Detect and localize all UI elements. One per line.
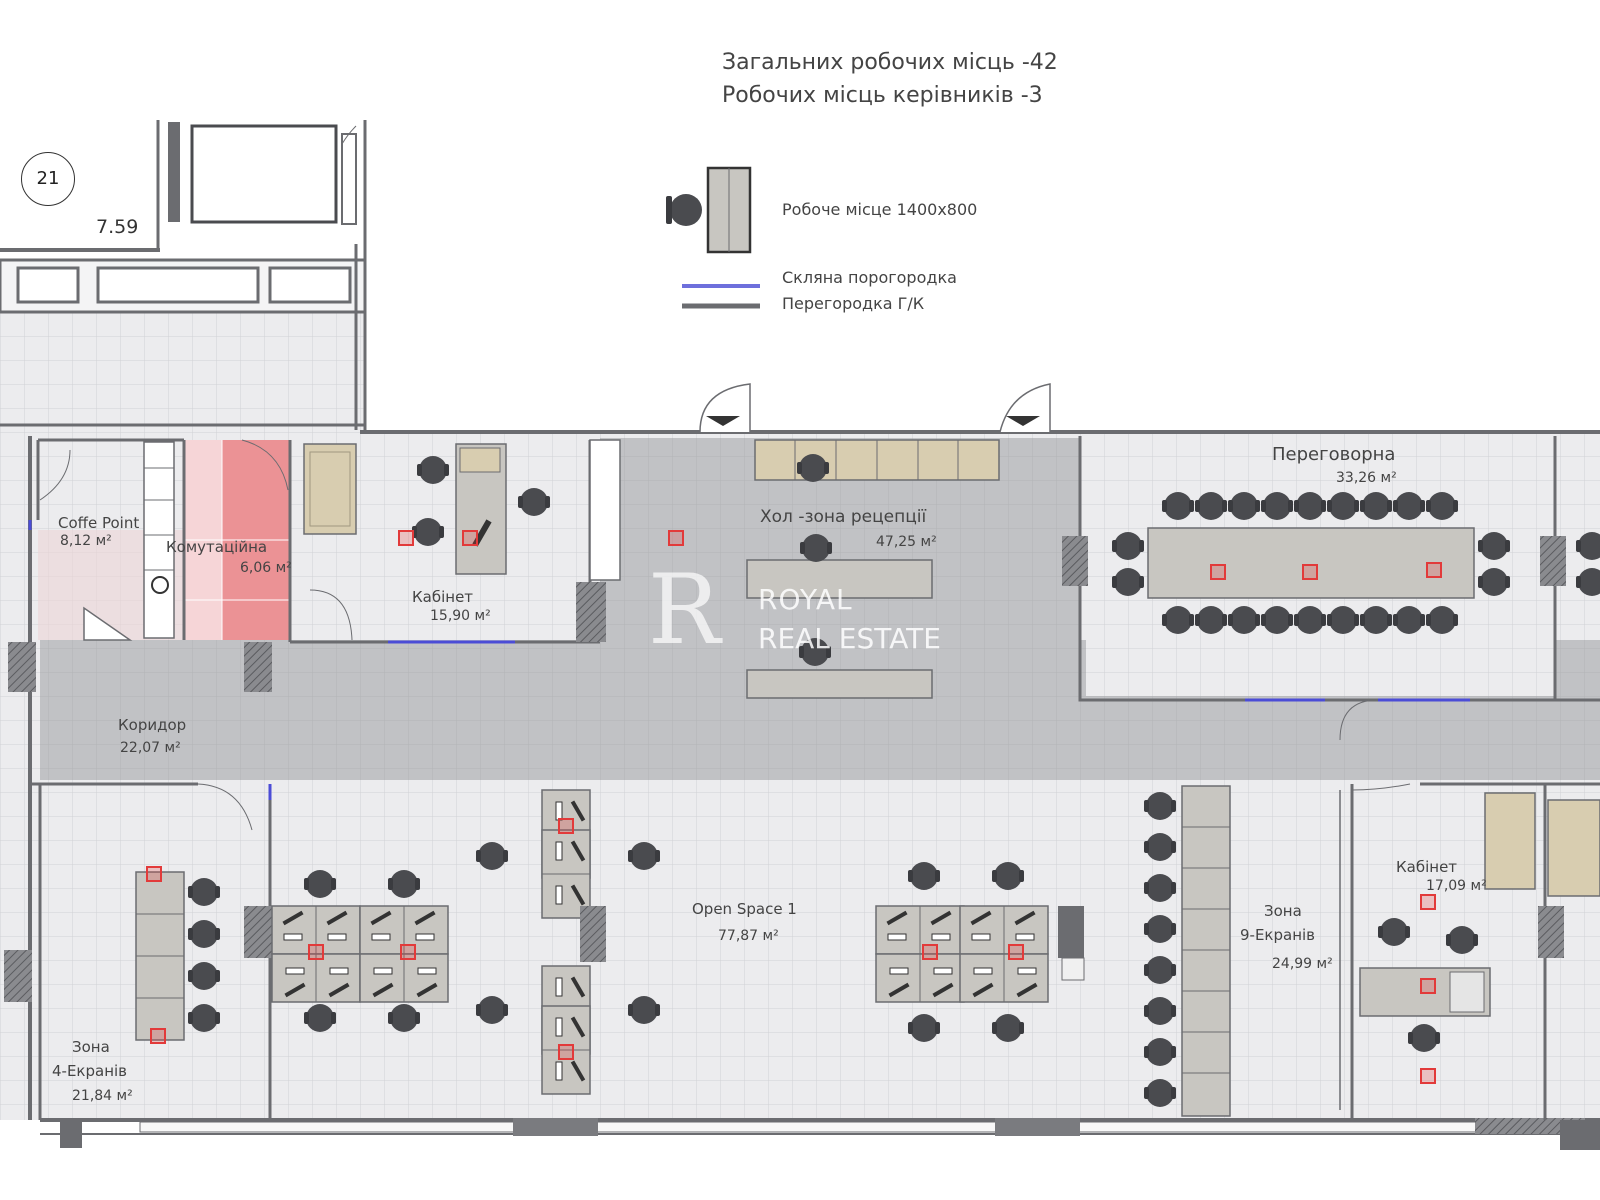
workplace-summary: Загальних робочих місць -42 Робочих місц…	[722, 46, 1058, 112]
room-name-server: Комутаційна	[166, 538, 267, 556]
room-area-zone4: 21,84 м²	[72, 1088, 133, 1104]
room-area-corridor: 22,07 м²	[120, 740, 181, 756]
room-name-meeting: Переговорна	[1272, 444, 1395, 465]
room-name-zone4-line2: 4-Екранів	[52, 1062, 127, 1080]
coffee-point-room	[28, 438, 184, 641]
room-name-zone9-line2: 9-Екранів	[1240, 926, 1315, 944]
room-area-cabinet1: 15,90 м²	[430, 608, 491, 624]
room-name-corridor: Коридор	[118, 716, 186, 734]
legend-workplace-label: Робоче місце 1400х800	[782, 200, 978, 219]
summary-manager-workplaces: Робочих місць керівників -3	[722, 83, 1043, 108]
cabinet-room-1	[8, 439, 621, 692]
room-area-openspace: 77,87 м²	[718, 928, 779, 944]
unit-number-badge: 21	[21, 152, 75, 206]
room-name-cabinet2: Кабінет	[1396, 858, 1457, 876]
room-area-cabinet2: 17,09 м²	[1426, 878, 1487, 894]
room-name-cabinet1: Кабінет	[412, 588, 473, 606]
summary-total-workplaces: Загальних робочих місць -42	[722, 50, 1058, 75]
room-name-openspace: Open Space 1	[692, 900, 797, 918]
watermark-line2: REAL ESTATE	[758, 622, 941, 655]
window-strip	[60, 1118, 1600, 1150]
room-name-zone9-line1: Зона	[1264, 902, 1302, 920]
room-name-zone4-line1: Зона	[72, 1038, 110, 1056]
zone-9-desks	[1181, 785, 1231, 1117]
outer-walls	[28, 430, 1600, 1135]
watermark-logo: R	[648, 554, 721, 666]
meeting-room	[1062, 436, 1600, 741]
room-name-hall: Хол -зона рецепції	[760, 507, 927, 527]
dimension-label: 7.59	[96, 216, 139, 238]
room-area-server: 6,06 м²	[240, 560, 292, 576]
reception-hall	[699, 383, 1051, 699]
watermark-line1: ROYAL	[758, 583, 853, 616]
openspace-desk-clusters	[244, 789, 1085, 1095]
room-area-zone9: 24,99 м²	[1272, 956, 1333, 972]
server-room	[182, 439, 353, 641]
legend-workplace-symbol	[666, 166, 752, 254]
legend-gk-label: Перегородка Г/К	[782, 294, 925, 313]
zone-4-desks	[135, 871, 185, 1041]
room-area-coffee: 8,12 м²	[60, 533, 112, 549]
room-area-hall: 47,25 м²	[876, 534, 937, 550]
balcony-area	[0, 120, 367, 430]
legend-glass-label: Скляна порогородка	[782, 268, 957, 287]
interior-walls	[30, 782, 1600, 1120]
room-name-coffee: Coffe Point	[58, 514, 139, 532]
room-area-meeting: 33,26 м²	[1336, 470, 1397, 486]
